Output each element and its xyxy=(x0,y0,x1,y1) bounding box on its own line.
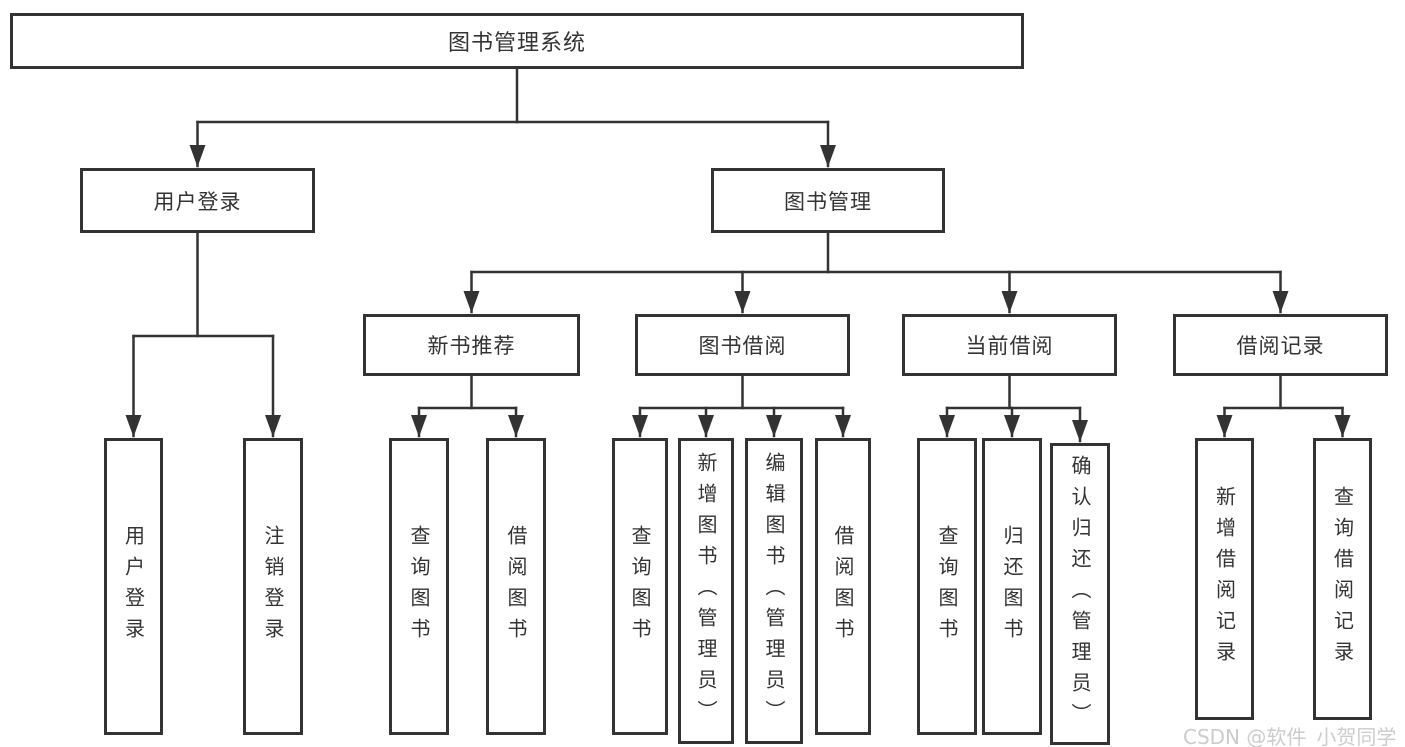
leaf-borrowing-query-books: 查询图书 xyxy=(612,438,668,735)
leaf-current-confirm-return-admin: 确认归还（管理员） xyxy=(1050,443,1110,745)
leaf-recommend-borrow-books: 借阅图书 xyxy=(486,438,546,735)
leaf-user-login: 用户登录 xyxy=(104,438,163,735)
node-borrowing-records: 借阅记录 xyxy=(1173,314,1388,376)
csdn-watermark: CSDN @软件_小贺同学 xyxy=(1183,725,1397,747)
leaf-records-add-record: 新增借阅记录 xyxy=(1195,438,1254,720)
leaf-borrowing-add-books-admin: 新增图书（管理员） xyxy=(678,438,734,744)
node-new-book-recommend: 新书推荐 xyxy=(363,314,580,376)
leaf-current-query-books: 查询图书 xyxy=(917,438,977,735)
leaf-borrowing-borrow-books: 借阅图书 xyxy=(815,438,871,735)
leaf-borrowing-edit-books-admin: 编辑图书（管理员） xyxy=(745,438,803,744)
leaf-records-query-record: 查询借阅记录 xyxy=(1313,438,1372,720)
node-book-management: 图书管理 xyxy=(711,168,945,233)
leaf-logout: 注销登录 xyxy=(243,438,303,735)
leaf-current-return-books: 归还图书 xyxy=(982,438,1042,735)
node-current-borrowing: 当前借阅 xyxy=(902,314,1117,376)
node-library-management-system: 图书管理系统 xyxy=(10,13,1024,69)
node-user-login: 用户登录 xyxy=(80,168,315,233)
leaf-recommend-query-books: 查询图书 xyxy=(389,438,449,735)
node-book-borrowing: 图书借阅 xyxy=(635,314,850,376)
